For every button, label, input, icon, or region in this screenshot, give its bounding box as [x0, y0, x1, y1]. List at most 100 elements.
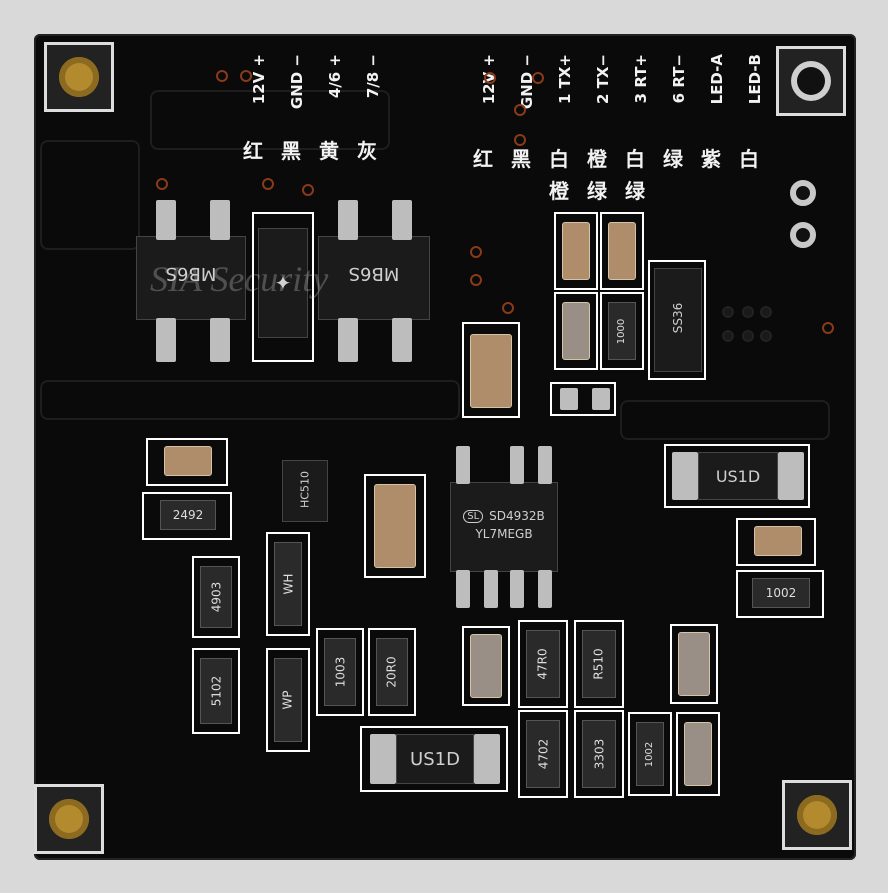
component-outline: [146, 438, 228, 486]
component-outline: [554, 292, 598, 370]
diode-pad: [370, 734, 396, 784]
ic-sd4932b: SL SD4932B YL7MEGB: [450, 482, 558, 572]
trace: [40, 380, 460, 420]
resistor-label: 4702: [535, 738, 550, 770]
component-outline: [648, 260, 706, 380]
resistor-label: 3303: [591, 738, 606, 770]
diode-label: WH: [280, 573, 295, 595]
diode-label: SS36: [671, 302, 685, 334]
resistor-1002-bottom: 1002: [636, 722, 664, 786]
header-label-right-6: 6 RT−: [670, 54, 688, 104]
trace: [620, 400, 830, 440]
component-outline: [550, 382, 616, 416]
resistor-4702: 4702: [526, 720, 560, 788]
component-outline: [628, 712, 672, 796]
resistor-5102: 5102: [200, 658, 232, 724]
diode-pad: [474, 734, 500, 784]
resistor-label: 5102: [209, 675, 224, 707]
ic-pin: [456, 446, 470, 484]
header-label-right-5: 3 RT+: [632, 54, 650, 104]
resistor-4903: 4903: [200, 566, 232, 628]
diode-wh: WH: [274, 542, 302, 626]
wire-color-right-1: 红: [473, 147, 493, 171]
bridge-pin: [210, 318, 230, 362]
via: [470, 246, 482, 258]
wire-color-right-4: 橙: [587, 147, 607, 171]
component-outline: [192, 556, 240, 638]
wire-color-right-3: 白: [549, 147, 569, 171]
via: [262, 178, 274, 190]
component-outline: [360, 726, 508, 792]
component-outline: [600, 292, 644, 370]
mount-hole-top-right: [776, 46, 846, 116]
wire-color-right-row2-2: 绿: [587, 179, 607, 203]
component-outline: [252, 212, 314, 362]
bridge-pin: [392, 318, 412, 362]
mount-hole-bottom-right: [782, 780, 852, 850]
via: [470, 274, 482, 286]
pad: [560, 388, 578, 410]
resistor-1003: 1003: [324, 638, 356, 706]
header-label-left-3: 4/6 +: [326, 54, 344, 99]
capacitor: [562, 222, 590, 280]
trace: [40, 140, 140, 250]
bridge-pin: [338, 200, 358, 240]
resistor-47r0: 47R0: [526, 630, 560, 698]
via: [156, 178, 168, 190]
resistor-label: 1002: [644, 741, 656, 767]
component-outline: [266, 532, 310, 636]
component-outline: [142, 492, 232, 540]
wire-color-left-1: 红: [243, 139, 263, 163]
diode-label: US1D: [410, 749, 460, 770]
component-outline: [554, 212, 598, 290]
component-outline: [518, 710, 568, 798]
via: [216, 70, 228, 82]
diode-label: WP: [280, 690, 295, 710]
capacitor: [684, 722, 712, 786]
watermark-text: SIA Security: [150, 259, 329, 299]
ic-logo: SL: [463, 509, 484, 523]
wire-color-right-7: 紫: [701, 147, 721, 171]
capacitor: [608, 222, 636, 280]
component-outline: [368, 628, 416, 716]
component-outline: [574, 710, 624, 798]
pad: [592, 388, 610, 410]
header-label-left-1: 12V +: [250, 54, 268, 105]
wire-color-right-row2-1: 橙: [549, 179, 569, 203]
ic-pin: [484, 570, 498, 608]
diode-wp: WP: [274, 658, 302, 742]
component-outline: [364, 474, 426, 578]
component-outline: [736, 570, 824, 618]
component-outline: [266, 648, 310, 752]
resistor-label: 4903: [209, 581, 224, 613]
via: [760, 306, 772, 318]
diode-label: US1D: [715, 467, 761, 486]
tvs-diode-center: ✦: [258, 228, 308, 338]
transistor-hc510: HC510: [282, 460, 328, 522]
resistor-label: 47R0: [536, 648, 550, 680]
via: [514, 104, 526, 116]
component-outline: [462, 322, 520, 418]
capacitor: [678, 632, 710, 696]
component-outline: [574, 620, 624, 708]
via: [742, 330, 754, 342]
resistor-3303: 3303: [582, 720, 616, 788]
connector-pad: [790, 180, 816, 206]
header-label-left-4: 7/8 −: [364, 54, 382, 99]
ic-label-line2: YL7MEGB: [475, 527, 533, 541]
resistor-label: 1002: [765, 586, 797, 600]
mount-hole-bottom-left: [34, 784, 104, 854]
component-outline: [600, 212, 644, 290]
resistor-label: 20R0: [385, 656, 399, 688]
capacitor: [164, 446, 212, 476]
capacitor-large: [374, 484, 416, 568]
via: [760, 330, 772, 342]
resistor-20r0: 20R0: [376, 638, 408, 706]
header-label-right-7: LED-A: [708, 54, 726, 105]
wire-color-right-5: 白: [625, 147, 645, 171]
component-outline: [192, 648, 240, 734]
resistor-1002-right: 1002: [752, 578, 810, 608]
diode-us1d-right: US1D: [698, 452, 778, 500]
mount-hole-top-left: [44, 42, 114, 112]
via: [514, 134, 526, 146]
